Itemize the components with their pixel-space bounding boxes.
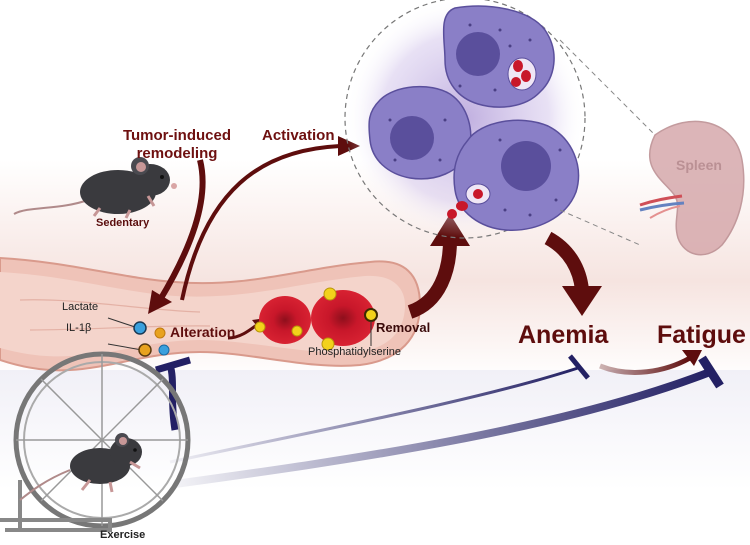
molecules — [107, 317, 170, 357]
alteration-label: Alteration — [170, 324, 236, 340]
macrophage-inset — [344, 0, 586, 239]
lactate-label: Lactate — [62, 301, 99, 313]
spleen-label: Spleen — [676, 157, 722, 173]
anemia-label: Anemia — [518, 321, 609, 349]
rbc-flagged — [311, 290, 375, 346]
inhibit-bar-vessel — [155, 356, 191, 374]
exercise-inhibit-fatigue — [174, 368, 712, 488]
lactate-dot — [133, 321, 147, 335]
running-mouse — [19, 433, 142, 501]
inhibit-bar-anemia — [568, 354, 590, 380]
tumor-remodeling-label: Tumor-induced remodeling — [122, 128, 232, 161]
fatigue-arrow — [599, 355, 692, 375]
anemia-arrow — [544, 231, 589, 291]
inhibit-bar-fatigue — [698, 355, 724, 389]
sedentary-mouse — [13, 157, 177, 219]
removal-arrow — [407, 239, 457, 319]
red-blood-cells — [254, 287, 378, 351]
il1b-label: IL-1β — [66, 322, 92, 334]
sedentary-label: Sedentary — [96, 217, 150, 229]
rbc-altered — [259, 296, 311, 344]
phosphatidylserine-label: Phosphatidylserine — [308, 346, 401, 358]
anemia-arrowhead — [562, 286, 602, 316]
il1b-dot — [138, 343, 152, 357]
zoom-circle — [344, 0, 586, 239]
remodeling-arrow — [157, 159, 206, 302]
fatigue-arrowhead — [682, 350, 702, 366]
fatigue-label: Fatigue — [657, 321, 746, 349]
tumor-remodeling-line2: remodeling — [136, 145, 218, 162]
activation-arrow — [180, 144, 341, 301]
zoom-line-top — [559, 39, 656, 136]
remodeling-arrowhead — [148, 290, 172, 314]
exercise-wheel — [0, 351, 191, 532]
exercise-inhibit-anemia — [169, 366, 579, 464]
activation-label: Activation — [262, 127, 335, 144]
tumor-remodeling-line1: Tumor-induced — [122, 127, 232, 144]
exercise-label: Exercise — [100, 529, 146, 541]
removal-label: Removal — [376, 320, 431, 335]
zoom-line-bottom — [559, 209, 641, 246]
spleen — [639, 120, 745, 256]
